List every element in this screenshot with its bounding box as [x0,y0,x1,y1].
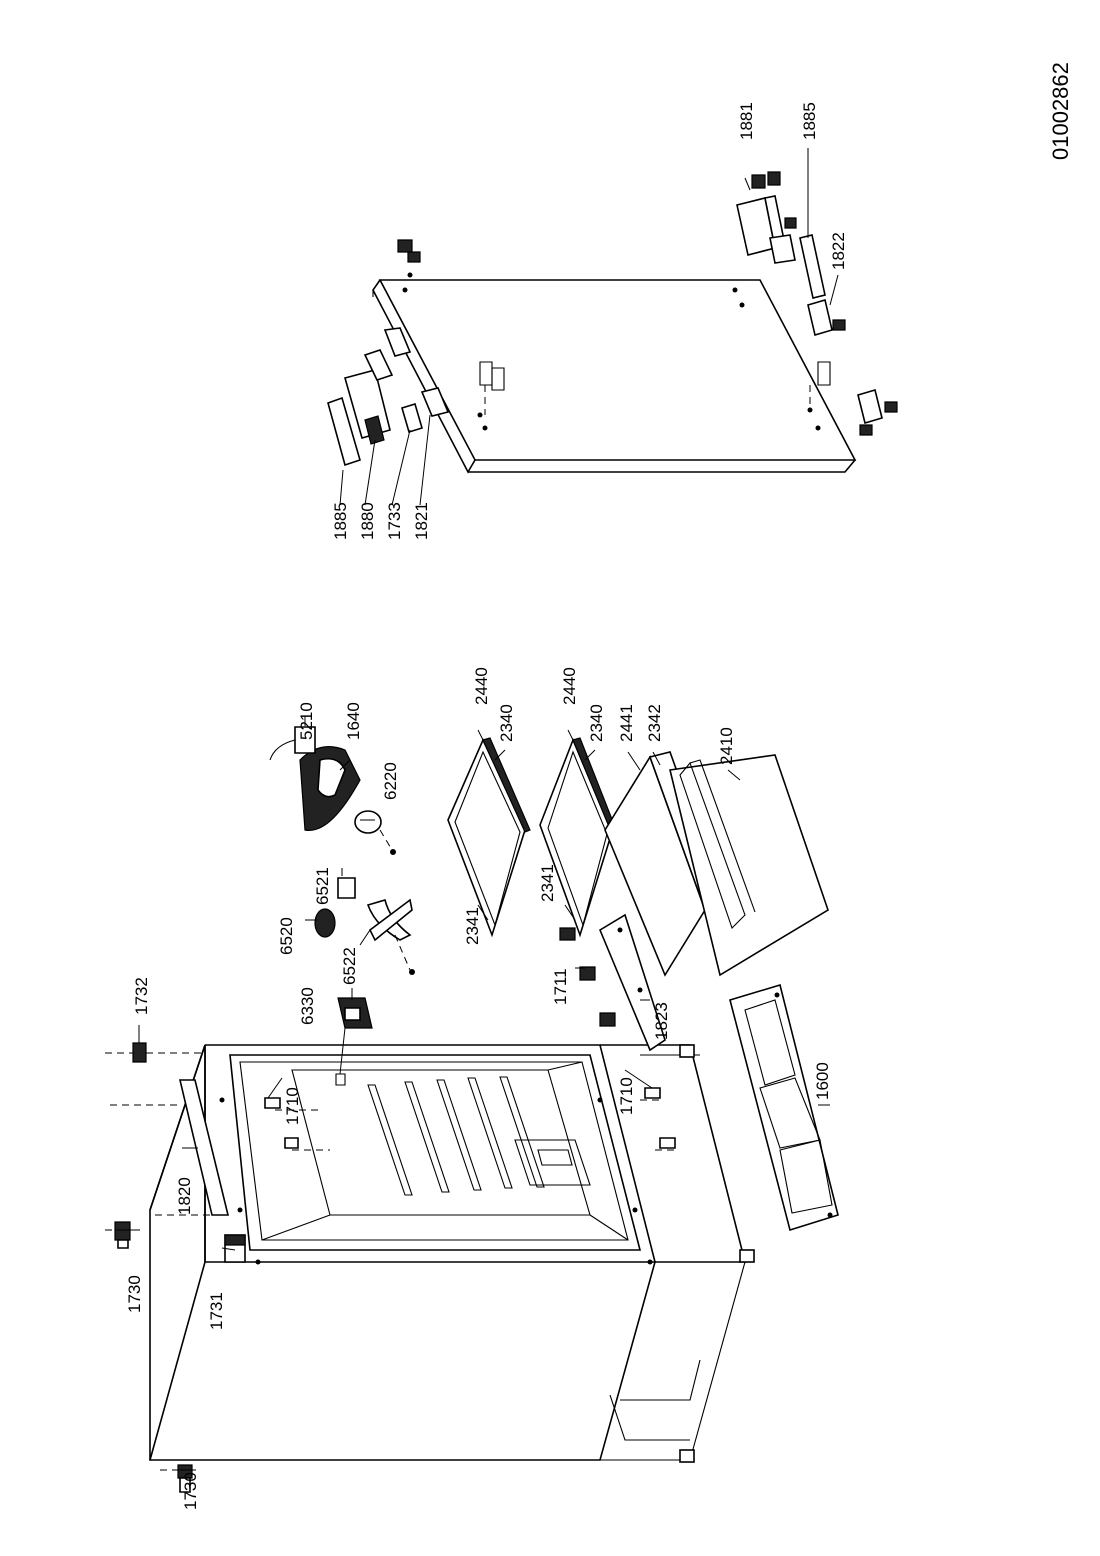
label-2441: 2441 [617,704,636,742]
rail-1823 [559,913,666,1052]
label-2410: 2410 [717,727,736,765]
label-1710-a: 1710 [283,1087,302,1125]
label-1885-b: 1885 [800,102,819,140]
label-6220: 6220 [381,762,400,800]
top-hinge-parts [105,1042,246,1493]
label-6330: 6330 [298,987,317,1025]
label-2341-b: 2341 [538,864,557,902]
label-1710-b: 1710 [617,1077,636,1115]
label-1885-a: 1885 [331,502,350,540]
label-1821: 1821 [412,502,431,540]
label-2340-a: 2340 [497,704,516,742]
leader-lines [115,148,839,1471]
thermostat-6330 [335,997,373,1086]
label-6522: 6522 [340,947,359,985]
label-6520: 6520 [277,917,296,955]
shelf-upper [447,737,531,938]
door-panel [372,272,857,474]
label-2341-a: 2341 [463,907,482,945]
screws-1710 [264,1087,676,1151]
document-number: 01002862 [1048,62,1073,160]
label-1880: 1880 [358,502,377,540]
part-labels: 1730 1730 1731 1820 1732 1710 1710 6330 … [125,102,848,1510]
label-2440-a: 2440 [472,667,491,705]
label-1820: 1820 [175,1177,194,1215]
cabinet-body [148,1044,755,1463]
label-6521: 6521 [313,867,332,905]
label-1731: 1731 [207,1292,226,1330]
lamp-assembly [269,726,415,975]
label-1640: 1640 [344,702,363,740]
label-1730-a: 1730 [181,1472,200,1510]
label-1822: 1822 [829,232,848,270]
label-2440-b: 2440 [560,667,579,705]
crisper-drawer [604,751,829,977]
shelf-lower [539,737,618,938]
grille-1600 [729,983,839,1232]
label-1711: 1711 [551,968,570,1005]
label-1732: 1732 [132,977,151,1015]
label-2340-b: 2340 [587,704,606,742]
label-1733: 1733 [385,502,404,540]
door-hinge-parts [327,171,898,467]
label-1600: 1600 [813,1062,832,1100]
label-5210: 5210 [297,702,316,740]
label-1881: 1881 [737,102,756,140]
label-1823: 1823 [652,1002,671,1040]
label-1730-b: 1730 [125,1275,144,1313]
label-2342: 2342 [645,704,664,742]
